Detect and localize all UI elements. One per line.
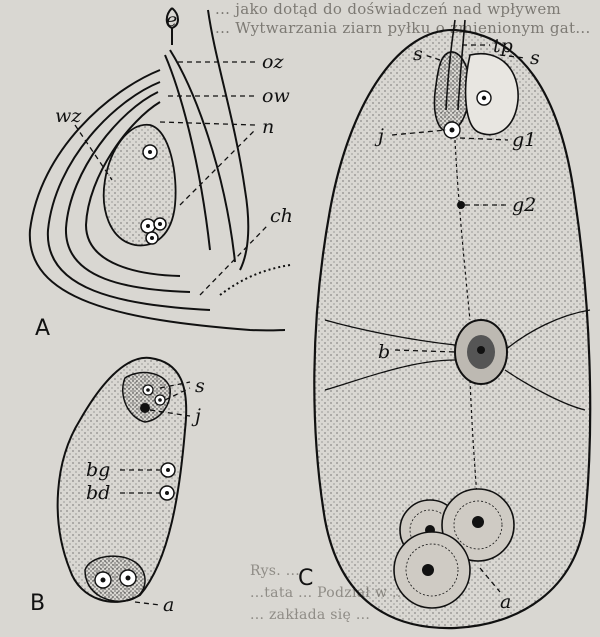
label-b-j: j bbox=[191, 405, 201, 427]
leader-ch bbox=[200, 225, 268, 295]
label-ow: ow bbox=[262, 85, 290, 107]
funiculus-line-3 bbox=[208, 10, 248, 270]
panel-letter-b: B bbox=[30, 591, 45, 616]
label-c-b: b bbox=[378, 341, 390, 363]
leader-n bbox=[160, 122, 255, 125]
panel-letter-c: C bbox=[298, 566, 313, 591]
label-c-g2: g2 bbox=[512, 194, 536, 216]
label-b-s: s bbox=[195, 375, 205, 397]
panel-c bbox=[314, 20, 590, 628]
label-b-a: a bbox=[163, 594, 174, 616]
label-c-ps: s bbox=[530, 47, 540, 69]
nucleus-g2 bbox=[457, 201, 465, 209]
label-c-g1: g1 bbox=[512, 129, 536, 151]
label-c-s: s bbox=[413, 43, 423, 65]
label-b-bd: bd bbox=[86, 482, 110, 504]
egg-nucleus-b bbox=[140, 403, 150, 413]
panel-a bbox=[30, 8, 290, 330]
nucleus-a-top-dot bbox=[148, 150, 152, 154]
funiculus-line-2 bbox=[170, 50, 235, 262]
label-ch: ch bbox=[270, 205, 293, 227]
label-b-bg: bg bbox=[86, 459, 110, 481]
label-c-a: a bbox=[500, 591, 511, 613]
label-c-tp: tp bbox=[493, 35, 513, 57]
label-oz: oz bbox=[262, 51, 284, 73]
chalaza-curve bbox=[220, 265, 290, 295]
label-a-top: e bbox=[166, 9, 177, 31]
panel-letter-a: A bbox=[35, 316, 50, 341]
leader-b-a bbox=[135, 602, 160, 605]
label-n: n bbox=[262, 116, 274, 138]
label-wz: wz bbox=[55, 105, 82, 127]
panel-b bbox=[58, 358, 190, 605]
